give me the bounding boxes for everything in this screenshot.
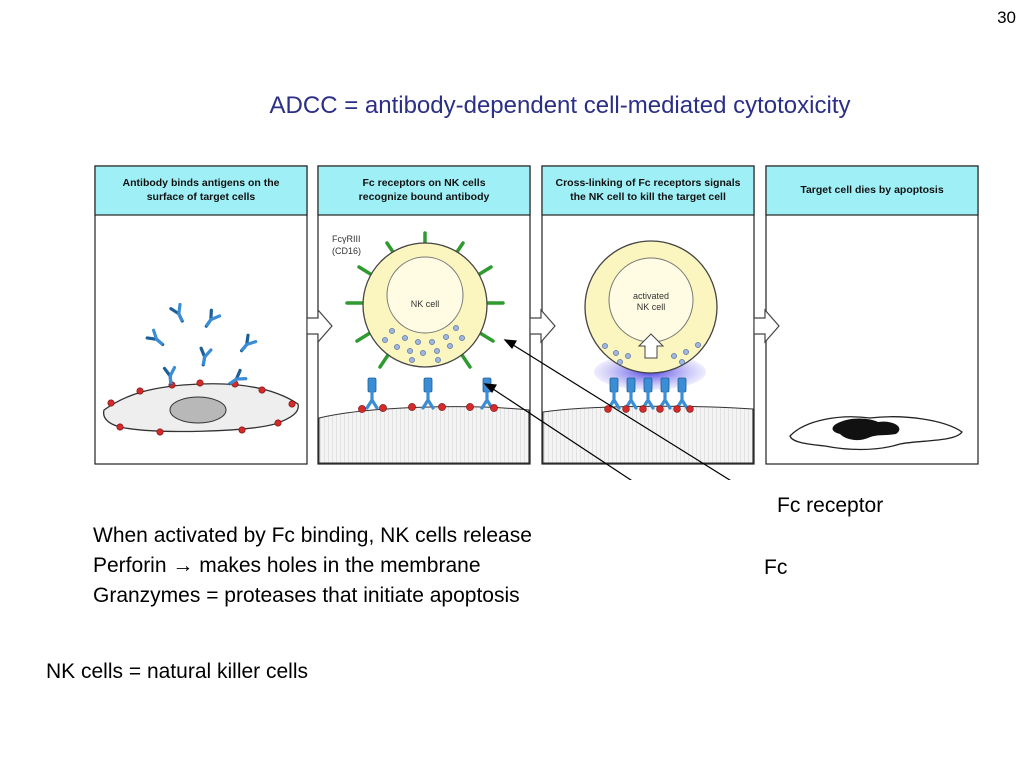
slide-title: ADCC = antibody-dependent cell-mediated … — [269, 92, 851, 119]
granules — [382, 325, 465, 363]
explanation-line-2: Perforin → makes holes in the membrane — [93, 554, 481, 577]
panel-2-header-line-2: recognize bound antibody — [359, 191, 490, 203]
nk-cell-label: NK cell — [411, 299, 440, 309]
nk-cells-definition: NK cells = natural killer cells — [46, 660, 309, 683]
panel-1-header-line-2: surface of target cells — [147, 191, 256, 203]
activated-nk-cell: activated NK cell — [584, 240, 718, 374]
adcc-diagram: Antibody binds antigens on the surface o… — [94, 165, 979, 480]
panel-3-header-line-2: the NK cell to kill the target cell — [570, 191, 726, 203]
target-membrane-panel-3 — [542, 405, 754, 464]
panel-4-header-line-1: Target cell dies by apoptosis — [800, 184, 944, 196]
fc-receptor-label: Fc receptor — [777, 494, 884, 517]
bound-antibodies-panel-2 — [358, 376, 498, 413]
fc-arrowhead-icon — [483, 383, 497, 394]
fc-label: Fc — [764, 556, 788, 579]
slide-number: 30 — [997, 8, 1016, 27]
panel-2-header-line-1: Fc receptors on NK cells — [362, 177, 485, 189]
callout-lines — [483, 339, 731, 480]
receptor-label-line-1: FcγRIII — [332, 234, 361, 244]
fc-callout-line — [489, 386, 632, 480]
arrow-3-icon — [753, 308, 780, 344]
receptor-label-line-2: (CD16) — [332, 246, 361, 256]
fc-receptor-callout-line — [509, 342, 731, 480]
nk-cell: NK cell — [362, 242, 488, 368]
explanation-line-1: When activated by Fc binding, NK cells r… — [93, 524, 532, 547]
panel-1-header-line-1: Antibody binds antigens on the — [123, 177, 280, 189]
arrow-1-icon — [306, 308, 333, 344]
panel-arrows — [306, 308, 780, 344]
panel-4: Target cell dies by apoptosis — [765, 165, 979, 465]
fc-receptor-arrowhead-icon — [503, 339, 517, 350]
arrow-2-icon — [529, 308, 556, 344]
explanation-text: When activated by Fc binding, NK cells r… — [93, 521, 532, 611]
apoptotic-cell — [789, 416, 963, 451]
crosslinked-antibodies-panel-3 — [604, 376, 694, 413]
activated-label-line-1: activated — [633, 291, 669, 301]
signal-arrow-icon — [637, 333, 665, 359]
target-cell-panel-1 — [102, 379, 299, 436]
panel-3-header-line-1: Cross-linking of Fc receptors signals — [556, 177, 741, 189]
activated-label-line-2: NK cell — [637, 302, 666, 312]
target-membrane-panel-2 — [318, 406, 530, 464]
explanation-line-3: Granzymes = proteases that initiate apop… — [93, 584, 520, 607]
